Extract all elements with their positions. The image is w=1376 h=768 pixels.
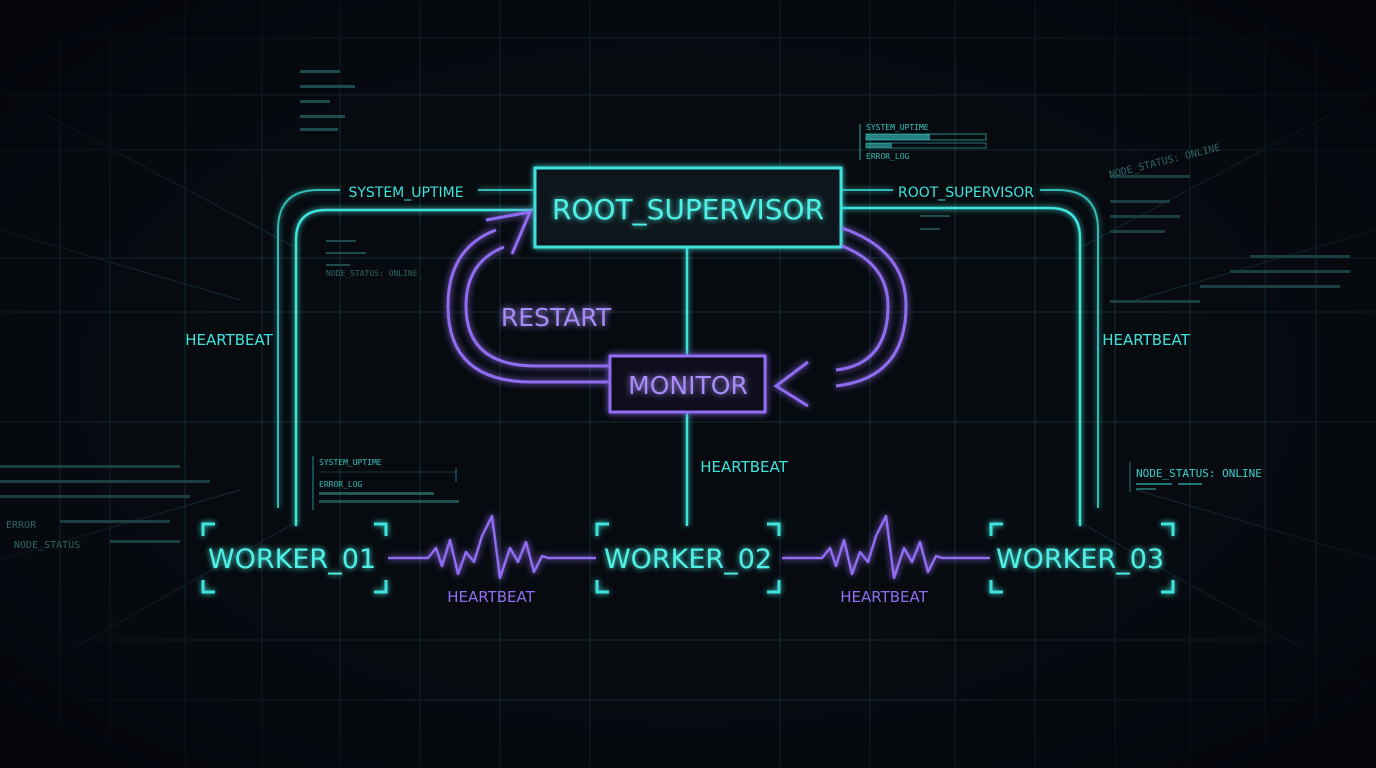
- worker-node-3[interactable]: WORKER_03: [989, 522, 1175, 594]
- root-supervisor-node[interactable]: ROOT_SUPERVISOR: [533, 166, 843, 249]
- heartbeat-w1-w2-label: HEARTBEAT: [447, 588, 535, 606]
- hud-panel-left-mid: SYSTEM_UPTIME ERROR_LOG: [312, 456, 459, 510]
- supervisor-links: [277, 189, 1099, 526]
- bg-upper-left-status: NODE_STATUS: ONLINE: [326, 269, 418, 278]
- right-outer-track: [842, 189, 1099, 508]
- hud-left-error: ERROR_LOG: [319, 480, 363, 489]
- corner-bracket-icon: [201, 522, 388, 594]
- hud-panel-right-status: NODE_STATUS: ONLINE: [1129, 462, 1262, 492]
- right-inner-track: [842, 206, 1082, 526]
- hud-node-status: NODE_STATUS: ONLINE: [1136, 467, 1262, 480]
- system-uptime-label: SYSTEM_UPTIME: [348, 185, 463, 201]
- hud-uptime-fill: [866, 134, 930, 140]
- restart-label: RESTART: [501, 303, 612, 332]
- root-supervisor-side-label: ROOT_SUPERVISOR: [898, 185, 1034, 201]
- edge-labels: SYSTEM_UPTIME ROOT_SUPERVISOR RESTART HE…: [185, 185, 1190, 606]
- corner-bracket-icon: [989, 522, 1175, 594]
- monitor-arrow-head: [773, 360, 809, 408]
- heartbeat-wave-icon: [388, 514, 596, 580]
- monitor-box: [608, 354, 767, 414]
- monitor-label: MONITOR: [628, 371, 748, 400]
- heartbeat-left-label: HEARTBEAT: [185, 331, 273, 349]
- restart-arrow-inner: [464, 245, 610, 368]
- worker-node-1[interactable]: WORKER_01: [201, 522, 388, 594]
- left-inner-track: [294, 208, 533, 526]
- root-supervisor-box: [533, 166, 843, 249]
- hud-top-right-uptime: SYSTEM_UPTIME: [866, 123, 929, 132]
- restart-arrow-head: [485, 210, 533, 255]
- restart-loop: [446, 210, 908, 408]
- monitor-arrow-inner: [835, 244, 890, 372]
- hud-left-uptime: SYSTEM_UPTIME: [319, 458, 382, 467]
- worker-2-label: WORKER_02: [604, 544, 772, 575]
- corner-bracket-icon: [595, 522, 781, 594]
- root-supervisor-label: ROOT_SUPERVISOR: [552, 193, 824, 226]
- heartbeat-wave-icon: [782, 514, 990, 580]
- worker-1-label: WORKER_01: [208, 544, 376, 575]
- heartbeat-right-label: HEARTBEAT: [1102, 331, 1190, 349]
- restart-arrow-outer: [446, 228, 610, 384]
- hud-panel-top-right: SYSTEM_UPTIME ERROR_LOG: [859, 123, 987, 161]
- hud-top-right-error: ERROR_LOG: [866, 152, 910, 161]
- left-outer-track: [277, 189, 533, 508]
- worker-3-label: WORKER_03: [996, 544, 1164, 575]
- worker-node-2[interactable]: WORKER_02: [595, 522, 781, 594]
- bg-node-status-text: NODE_STATUS: [14, 540, 80, 551]
- heartbeat-w2-w3-label: HEARTBEAT: [840, 588, 928, 606]
- bg-error-text: ERROR: [6, 520, 37, 531]
- monitor-arrow-outer: [835, 226, 908, 388]
- heartbeat-center-label: HEARTBEAT: [700, 458, 788, 476]
- heartbeat-waves: [388, 514, 990, 580]
- monitor-node[interactable]: MONITOR: [608, 354, 767, 414]
